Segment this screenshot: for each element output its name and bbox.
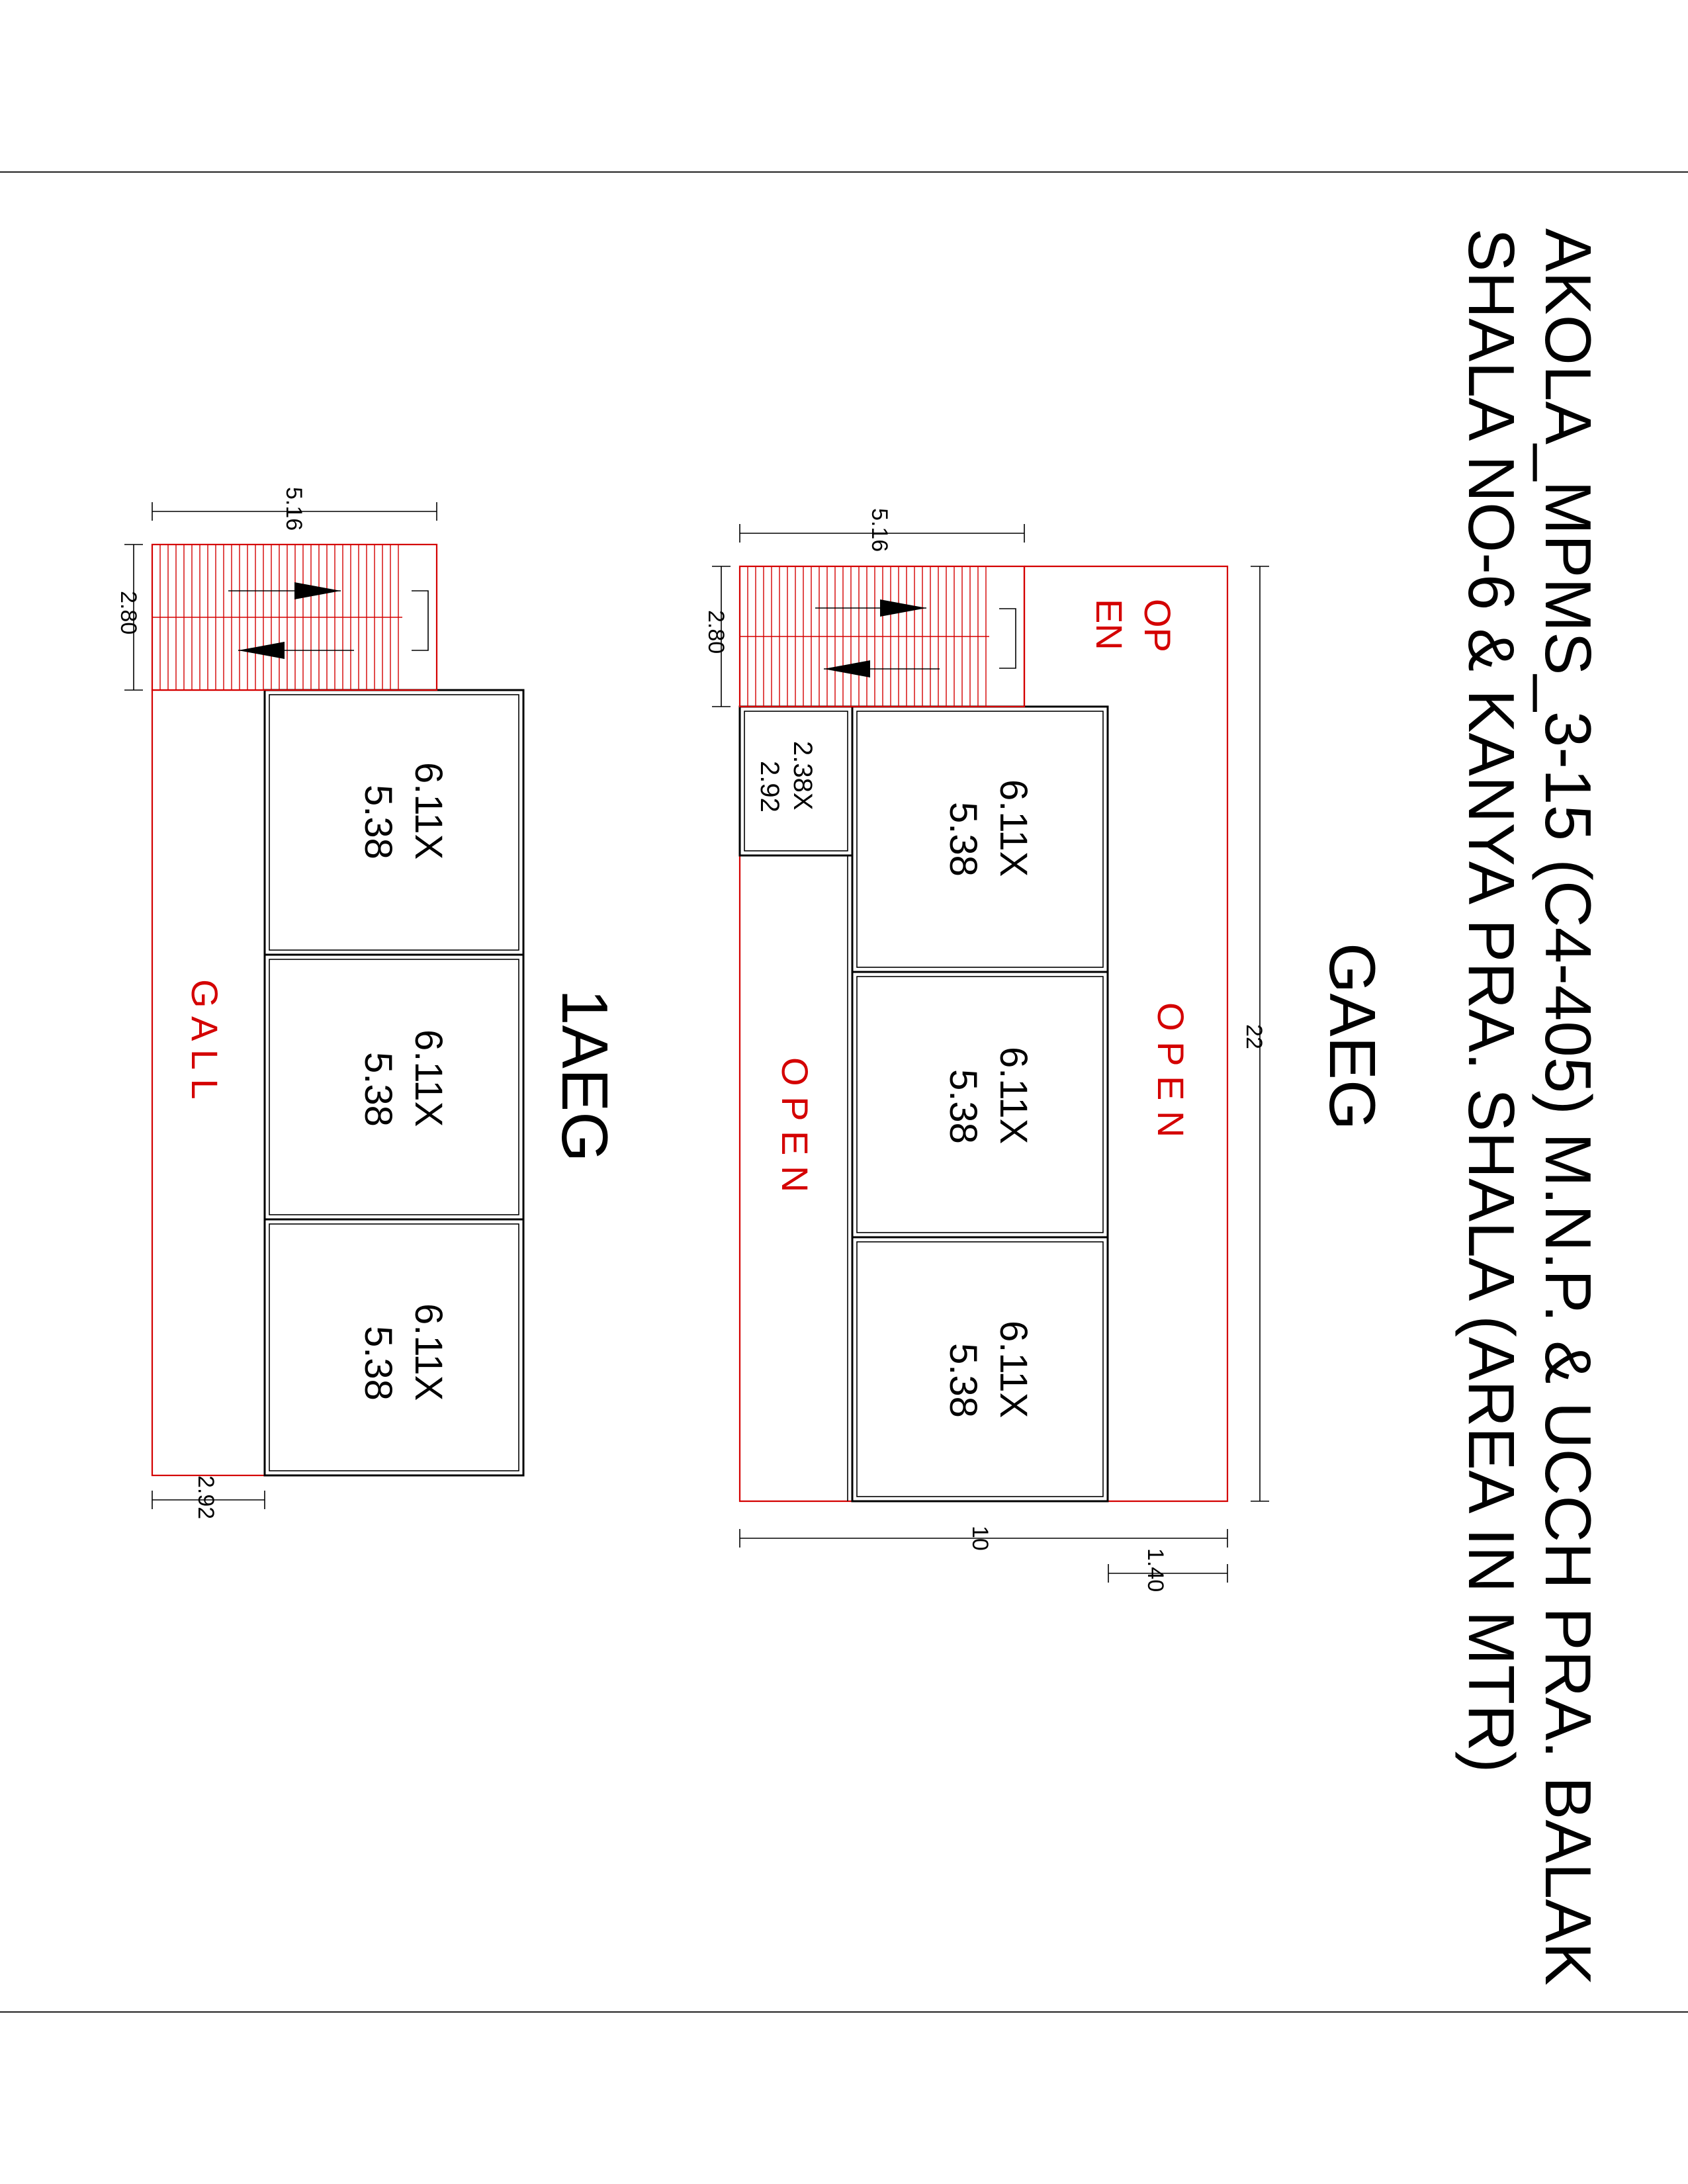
small-room-dimension-line2: 2.92 xyxy=(755,761,784,812)
dim-offset-label: 1.40 xyxy=(1143,1548,1168,1592)
ground-floor-open-label-top-2: EN xyxy=(1088,599,1130,650)
first-floor-plan: 1AEG G A L L 6.11X 5.38 6.11X 5.38 6.11X… xyxy=(116,487,621,1519)
title-line-1: AKOLA_MPMS_3-15 (C4-405) M.N.P. & UCCH P… xyxy=(1532,228,1605,1986)
ground-floor-open-label-right: O P E N xyxy=(1150,1002,1192,1137)
stair-arrow-up xyxy=(294,582,341,599)
dim-stair-depth-label: 2.80 xyxy=(116,591,141,634)
ground-floor-dim-length: 22 xyxy=(1241,566,1269,1502)
ground-floor-room-3-label: 6.11X 5.38 xyxy=(942,1321,1035,1418)
small-room-dimension-line1: 2.38X xyxy=(788,741,817,810)
room-dimension-line1: 6.11X xyxy=(992,779,1035,877)
sheet-frame xyxy=(0,171,1688,2013)
first-floor-dim-gallery: 2.92 xyxy=(152,1475,265,1519)
first-floor-room-1-label: 6.11X 5.38 xyxy=(357,762,450,859)
ground-floor-small-room-label: 2.38X 2.92 xyxy=(755,741,817,812)
ground-floor-title: GAEG xyxy=(1316,943,1389,1130)
dim-stair-depth-label: 2.80 xyxy=(703,610,729,654)
dim-stair-width-label: 5.16 xyxy=(281,487,306,531)
ground-floor-room-1-label: 6.11X 5.38 xyxy=(942,779,1035,877)
room-dimension-line2: 5.38 xyxy=(357,1326,400,1401)
first-floor-room-3 xyxy=(263,1218,525,1477)
room-dimension-line2: 5.38 xyxy=(942,1343,985,1418)
room-dimension-line2: 5.38 xyxy=(357,785,400,859)
ground-floor-site-boundary xyxy=(738,565,1229,1503)
title-block: AKOLA_MPMS_3-15 (C4-405) M.N.P. & UCCH P… xyxy=(1455,228,1605,1986)
ground-floor-rooms-block xyxy=(738,705,1109,1503)
ground-floor-open-label-left: O P E N xyxy=(774,1057,816,1192)
ground-floor-dim-width: 10 xyxy=(739,1526,1228,1551)
dim-width-label: 10 xyxy=(967,1526,993,1551)
stair-arrow-down xyxy=(238,642,285,659)
room-dimension-line1: 6.11X xyxy=(407,762,450,859)
room-dimension-line2: 5.38 xyxy=(357,1052,400,1127)
ground-floor-room-2-label: 6.11X 5.38 xyxy=(942,1047,1035,1144)
first-floor-room-3-label: 6.11X 5.38 xyxy=(357,1303,450,1401)
stair-arrow-up xyxy=(880,599,926,617)
first-floor-title: 1AEG xyxy=(549,989,621,1162)
room-dimension-line1: 6.11X xyxy=(992,1047,1035,1144)
ground-floor-staircase xyxy=(738,565,1026,708)
first-floor-staircase xyxy=(151,543,438,691)
dim-gallery-label: 2.92 xyxy=(193,1475,218,1519)
room-dimension-line2: 5.38 xyxy=(942,1069,985,1144)
stair-arrow-down xyxy=(824,660,870,677)
first-floor-room-2-label: 6.11X 5.38 xyxy=(357,1029,450,1127)
ground-floor-dim-stair-depth: 2.80 xyxy=(703,566,731,707)
dim-stair-width-label: 5.16 xyxy=(867,508,892,552)
ground-floor-dim-offset: 1.40 xyxy=(1108,1548,1228,1592)
room-dimension-line1: 6.11X xyxy=(407,1029,450,1127)
title-line-2: SHALA NO-6 & KANYA PRA. SHALA (AREA IN M… xyxy=(1455,228,1528,1773)
first-floor-dim-stair-depth: 2.80 xyxy=(116,544,143,691)
first-floor-gallery-label: G A L L xyxy=(184,979,226,1100)
ground-floor-open-label-top-1: OP xyxy=(1137,599,1178,652)
room-dimension-line2: 5.38 xyxy=(942,802,985,877)
dim-length-label: 22 xyxy=(1241,1024,1266,1049)
room-dimension-line1: 6.11X xyxy=(407,1303,450,1401)
room-dimension-line1: 6.11X xyxy=(992,1321,1035,1418)
ground-floor-dim-stair-width: 5.16 xyxy=(739,508,1025,552)
first-floor-dim-stair-width: 5.16 xyxy=(152,487,437,531)
ground-floor-plan: GAEG 6.11X 5.38 6.11X 5.38 6.11X xyxy=(703,508,1389,1592)
